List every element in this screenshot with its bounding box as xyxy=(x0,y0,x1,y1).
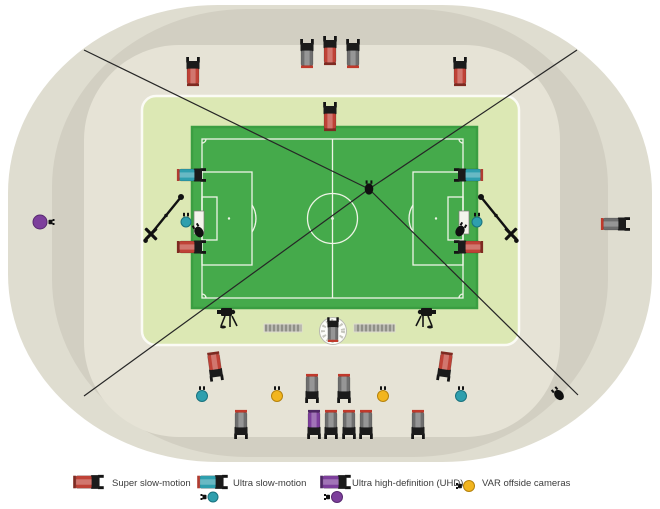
spidercam-wire xyxy=(83,188,370,397)
legend-var-offside-dot xyxy=(456,480,475,492)
camera-icon xyxy=(305,373,319,403)
super-slow-motion-camera-icon xyxy=(207,351,224,382)
var-offside-camera-dot xyxy=(271,386,283,402)
bench-area xyxy=(353,323,396,333)
turret-camera-icon xyxy=(327,317,339,342)
spidercam-wire xyxy=(368,188,579,396)
spidercam-wire xyxy=(83,49,370,190)
super-slow-motion-camera-icon xyxy=(436,351,453,382)
spidercam-wire xyxy=(368,49,578,190)
ultra-slow-motion-dot xyxy=(180,212,192,228)
camera-icon xyxy=(300,39,314,69)
legend-super-slow-motion-icon xyxy=(73,474,104,490)
legend-ultra-slow-motion-dot xyxy=(200,491,219,503)
ultra-slow-motion-dot xyxy=(455,386,467,402)
uhd-camera-icon xyxy=(307,409,321,439)
goal-line-camera-icon xyxy=(191,222,204,238)
ultra-slow-motion-dot xyxy=(471,212,483,228)
camera-icon xyxy=(359,409,373,439)
legend-label-ultra-slow-motion: Ultra slow-motion xyxy=(233,478,307,489)
legend-uhd-icon xyxy=(320,474,351,490)
legend-ultra-slow-motion-icon xyxy=(197,474,228,490)
goal-line-camera-icon xyxy=(455,221,468,237)
camera-icon xyxy=(411,409,425,439)
ultra-slow-motion-dot xyxy=(196,386,208,402)
super-slow-motion-camera-icon xyxy=(454,240,484,254)
tripod-camera-icon xyxy=(415,308,436,329)
super-slow-motion-camera-icon xyxy=(186,57,200,87)
legend-label-var-offside: VAR offside cameras xyxy=(482,478,571,489)
camera-icon xyxy=(550,386,564,401)
jib-crane-icon xyxy=(143,194,184,243)
spidercam-icon xyxy=(364,180,374,195)
bench-area xyxy=(263,323,303,333)
camera-icon xyxy=(600,217,630,231)
legend-uhd-dot xyxy=(324,491,343,503)
super-slow-motion-camera-icon xyxy=(323,36,337,66)
super-slow-motion-camera-icon xyxy=(453,57,467,87)
tripod-camera-icon xyxy=(217,308,238,329)
camera-icon xyxy=(234,409,248,439)
var-offside-camera-dot xyxy=(377,386,389,402)
super-slow-motion-camera-icon xyxy=(323,102,337,132)
legend-label-uhd: Ultra high-definition (UHD) xyxy=(352,478,464,489)
ultra-slow-motion-camera-icon xyxy=(176,168,206,182)
football-pitch xyxy=(190,125,479,310)
camera-icon xyxy=(346,39,360,69)
uhd-camera-dot xyxy=(32,214,55,230)
super-slow-motion-camera-icon xyxy=(176,240,206,254)
jib-crane-icon xyxy=(478,194,519,243)
ultra-slow-motion-camera-icon xyxy=(454,168,484,182)
camera-icon xyxy=(337,373,351,403)
legend-label-super-slow-motion: Super slow-motion xyxy=(112,478,191,489)
camera-icon xyxy=(342,409,356,439)
goal-right xyxy=(458,210,470,235)
camera-icon xyxy=(324,409,338,439)
